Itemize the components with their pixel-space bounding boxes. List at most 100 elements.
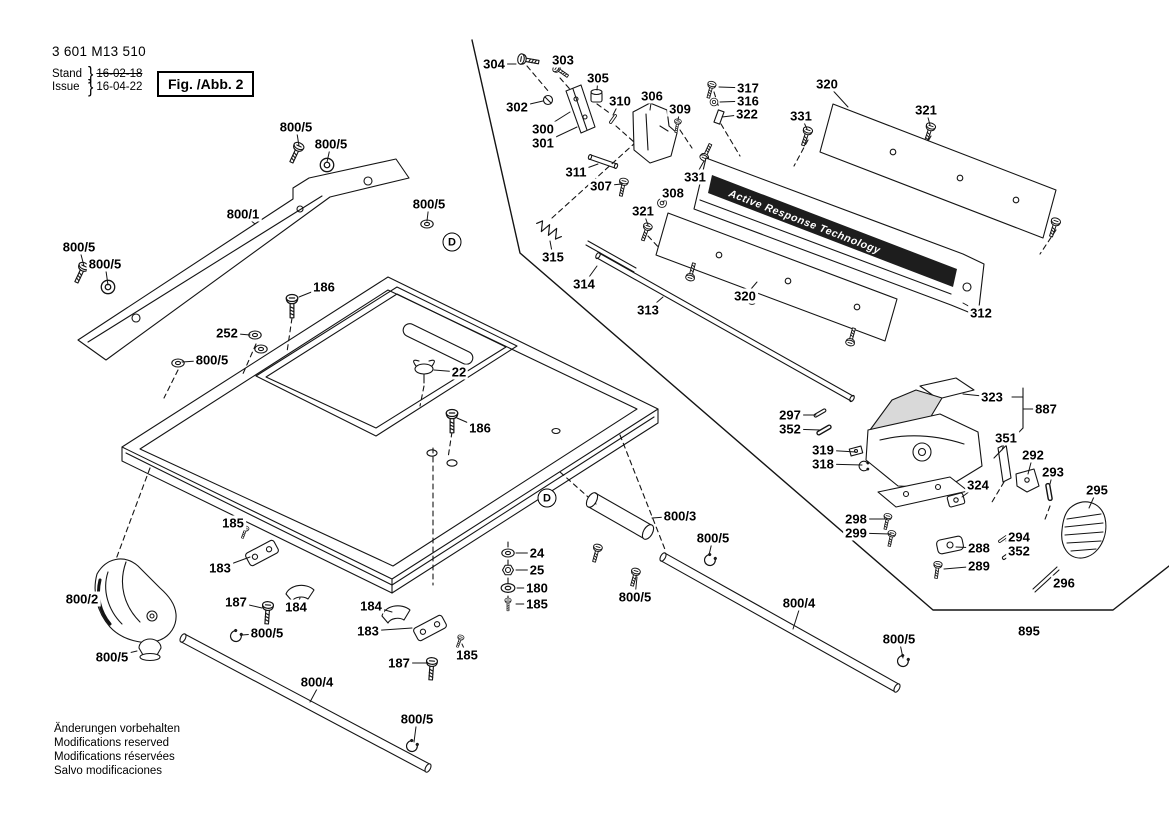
part-label: 252 [214, 325, 240, 341]
plate-288 [936, 535, 964, 555]
part-label: 304 [481, 56, 507, 72]
part-label: 321 [913, 102, 939, 118]
knob-22 [413, 359, 435, 384]
part-label: 311 [563, 164, 589, 180]
part-label: 800/5 [248, 625, 286, 641]
bracket-324 [946, 492, 966, 508]
part-label: 300 [530, 121, 556, 137]
tube-800-4-left [179, 633, 432, 773]
part-label: 331 [682, 169, 708, 185]
roller-800-3 [585, 492, 655, 540]
part-label: 295 [1084, 482, 1110, 498]
stand-date: 16-02-18 [96, 68, 143, 80]
rod-311 [587, 154, 619, 169]
part-label: 308 [660, 185, 686, 201]
part-label: 800/5 [193, 352, 231, 368]
part-label: 297 [777, 407, 803, 423]
footer-line: Salvo modificaciones [54, 765, 163, 777]
part-label: 185 [220, 515, 246, 531]
part-label: 319 [810, 442, 836, 458]
plate-300-301 [565, 84, 596, 134]
rail-plate-320-top [819, 103, 1057, 239]
stand-label: Stand [52, 68, 83, 80]
bracket-183-right [413, 614, 447, 642]
foot-800-2 [94, 558, 177, 643]
part-label: 312 [968, 305, 994, 321]
part-label: 294 [1006, 529, 1032, 545]
part-label: 324 [965, 477, 991, 493]
part-label: 298 [843, 511, 869, 527]
part-label: 302 [504, 99, 530, 115]
issue-date: 16-04-22 [96, 81, 143, 93]
brace: } [88, 64, 94, 85]
part-label: 24 [527, 545, 547, 561]
spring-washer-302 [542, 94, 554, 106]
foot-pad-800-5 [138, 638, 162, 662]
part-label: 316 [735, 93, 761, 109]
grip-295 [1061, 501, 1107, 559]
part-label: 320 [732, 288, 758, 304]
issue-row: Issue } 16-04-22 [52, 77, 146, 98]
part-label: 186 [311, 279, 337, 295]
figure-label: Fig. /Abb. 2 [157, 71, 255, 97]
part-label: 310 [607, 93, 633, 109]
part-label: 22 [449, 364, 469, 380]
part-label: 887 [1033, 401, 1059, 417]
part-label: 292 [1020, 447, 1046, 463]
part-label: 25 [527, 562, 547, 578]
part-label: 323 [979, 389, 1005, 405]
rail-plate-320-bottom [655, 212, 898, 342]
part-label: 299 [843, 525, 869, 541]
detail-marker: D [537, 488, 557, 508]
part-label: 331 [788, 108, 814, 124]
part-label: 303 [550, 52, 576, 68]
part-label: 185 [454, 647, 480, 663]
part-label: 301 [530, 135, 556, 151]
fence-clamp-assembly [865, 377, 983, 508]
part-label: 800/5 [86, 256, 124, 272]
cap-305 [590, 88, 603, 103]
rod-314 [585, 240, 637, 273]
part-label: 184 [358, 598, 384, 614]
part-label: 800/5 [616, 589, 654, 605]
bracket-292 [1015, 468, 1040, 493]
part-label: 306 [639, 88, 665, 104]
part-label: 800/2 [63, 591, 101, 607]
assembly-separator-line [471, 39, 1169, 611]
part-label: 183 [207, 560, 233, 576]
part-label: 800/5 [93, 649, 131, 665]
part-label: 352 [1006, 543, 1032, 559]
part-label: 307 [588, 178, 614, 194]
clamp-184-left [285, 584, 315, 602]
brace: } [88, 77, 94, 98]
sleeve-322 [713, 109, 725, 125]
part-label: 800/5 [398, 711, 436, 727]
part-label: 800/5 [312, 136, 350, 152]
table-top [121, 276, 659, 594]
bracket-183-left [245, 539, 279, 567]
part-label: 318 [810, 456, 836, 472]
part-label: 313 [635, 302, 661, 318]
slide-319 [848, 445, 864, 457]
part-label: 800/5 [694, 530, 732, 546]
title-block: 3 601 M13 510 Stand } 16-02-18 Issue } 1… [52, 44, 146, 98]
part-label: 184 [283, 599, 309, 615]
clamp-184-right [381, 605, 411, 624]
part-label: 180 [524, 580, 550, 596]
part-label: 305 [585, 70, 611, 86]
part-label: 321 [630, 203, 656, 219]
part-label: 895 [1016, 623, 1042, 639]
footer-line: Modifications réservées [54, 751, 175, 763]
part-label: 309 [667, 101, 693, 117]
part-label: 315 [540, 249, 566, 265]
rod-296 [1032, 566, 1060, 593]
footer-line: Änderungen vorbehalten [54, 723, 180, 735]
part-label: 800/5 [277, 119, 315, 135]
part-label: 351 [993, 430, 1019, 446]
part-label: 800/5 [60, 239, 98, 255]
rod-313 [595, 251, 855, 403]
part-label: 187 [223, 594, 249, 610]
part-label: 800/3 [661, 508, 699, 524]
